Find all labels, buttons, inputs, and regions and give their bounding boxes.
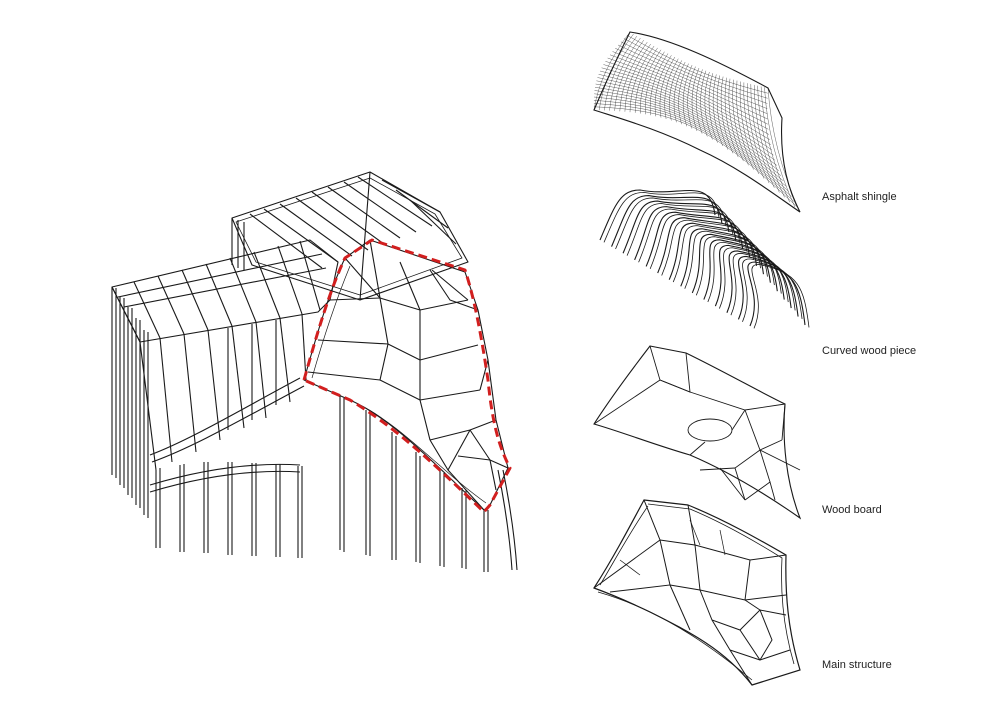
curved-rib — [727, 251, 791, 313]
right-wing-posts — [340, 395, 517, 572]
building-axonometric — [112, 172, 517, 572]
curved-rib — [673, 226, 760, 282]
left-wing-rafters — [140, 314, 306, 492]
curved-wood-piece-layer — [600, 190, 809, 328]
left-wing-roof — [112, 240, 338, 342]
layer-label-curved-wood-piece: Curved wood piece — [822, 345, 917, 357]
upper-roof-frame — [232, 172, 468, 300]
left-wing-posts — [112, 287, 302, 558]
curved-rib — [715, 245, 784, 306]
curved-rib — [742, 259, 802, 322]
curved-rib — [646, 212, 743, 266]
curved-rib — [708, 242, 781, 302]
curved-rib — [650, 215, 747, 269]
layer-label-main-structure: Main structure — [822, 659, 892, 671]
curved-rib — [658, 218, 750, 273]
layer-label-wood-board: Wood board — [822, 504, 882, 516]
curved-rib — [752, 264, 809, 328]
board-hole — [688, 419, 732, 441]
curved-rib — [731, 253, 795, 315]
curved-rib — [627, 203, 733, 255]
curved-rib — [604, 192, 719, 242]
asphalt-shingle-layer — [594, 32, 800, 212]
curved-rib — [616, 198, 726, 249]
wood-board-layer — [594, 346, 800, 518]
shingle-mesh — [594, 32, 800, 212]
main-structure-layer — [594, 500, 800, 685]
curved-rib — [623, 201, 729, 253]
curved-rib — [635, 207, 736, 260]
curved-roof-structure — [304, 240, 508, 510]
curved-rib — [662, 220, 754, 275]
curved-rib — [692, 234, 770, 293]
curved-rib — [719, 248, 788, 309]
curved-rib — [738, 256, 798, 319]
curved-rib — [748, 262, 805, 326]
highlight-outline — [304, 240, 510, 512]
curved-rib — [639, 209, 740, 262]
layer-label-asphalt-shingle: Asphalt shingle — [822, 191, 897, 203]
